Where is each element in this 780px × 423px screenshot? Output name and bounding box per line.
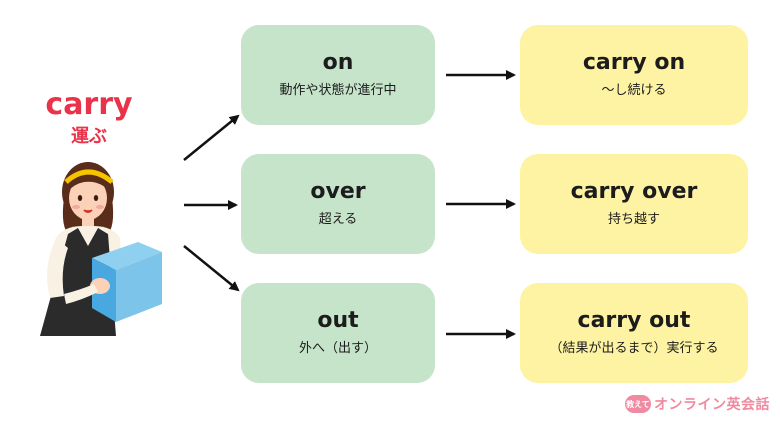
root-meaning: 運ぶ [71, 126, 107, 147]
logo-badge: 教えて [625, 395, 651, 413]
arrow-to-on [183, 114, 240, 161]
phrase-box-carry-out: carry out （結果が出るまで）実行する [520, 283, 748, 383]
arrow-to-out [183, 245, 240, 292]
phrase-box-carry-over: carry over 持ち越す [520, 154, 748, 254]
particle-box-over: over 超える [241, 154, 435, 254]
site-logo: 教えて オンライン英会話 [625, 393, 770, 415]
phrase-box-carry-on: carry on 〜し続ける [520, 25, 748, 125]
phrase-label: carry on [582, 50, 686, 75]
particle-box-on: on 動作や状態が進行中 [241, 25, 435, 125]
root-word: carry [45, 87, 133, 122]
particle-label: on [322, 50, 354, 75]
particle-box-out: out 外へ（出す） [241, 283, 435, 383]
particle-meaning: 超える [318, 212, 358, 227]
person-carrying-box-illustration [40, 162, 162, 336]
logo-text: オンライン英会話 [654, 397, 770, 413]
phrase-meaning: 持ち越す [607, 212, 660, 227]
particle-label: over [310, 179, 366, 204]
particle-meaning: 外へ（出す） [298, 341, 377, 356]
phrase-meaning: 〜し続ける [601, 83, 667, 98]
phrase-label: carry out [577, 308, 691, 333]
particle-label: out [317, 308, 359, 333]
phrase-label: carry over [570, 179, 698, 204]
phrase-meaning: （結果が出るまで）実行する [549, 341, 719, 356]
particle-meaning: 動作や状態が進行中 [279, 83, 397, 98]
